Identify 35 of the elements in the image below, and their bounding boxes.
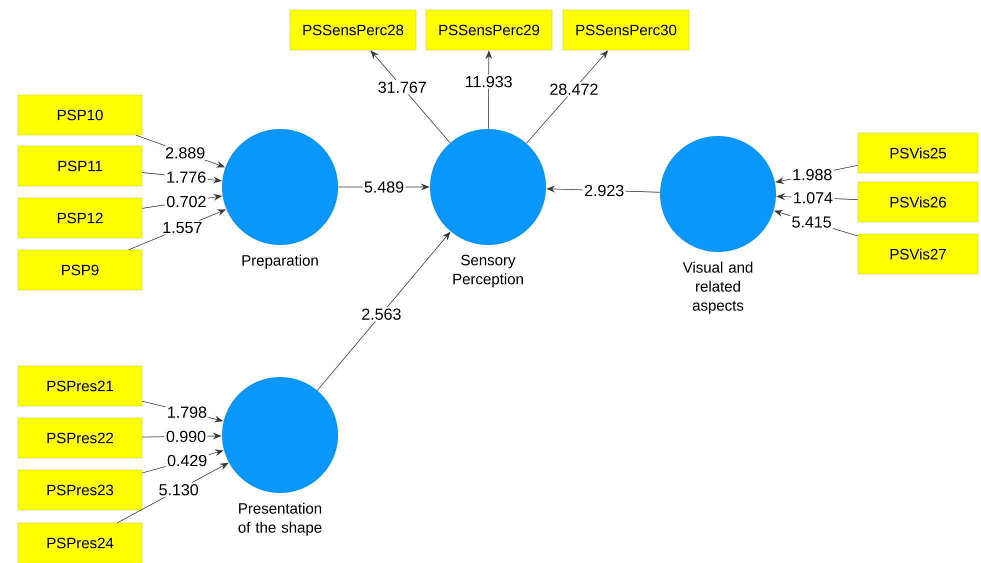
indicator-box: PSPres24 — [18, 522, 142, 563]
indicator-box: PSVis25 — [858, 132, 978, 174]
edge-label: 1.798 — [165, 405, 208, 420]
indicator-box: PSPres21 — [18, 366, 142, 406]
indicator-box: PSP12 — [18, 198, 142, 238]
edge-label: 5.130 — [157, 482, 200, 497]
edge-label: 0.702 — [164, 194, 208, 209]
edge-label: 28.472 — [548, 82, 600, 96]
node-label: Presentation of the shape — [238, 502, 322, 536]
indicator-box: PSP9 — [18, 250, 142, 290]
indicator-box: PSPres23 — [18, 470, 142, 510]
indicator-box: PSSensPerc28 — [290, 10, 416, 50]
edge-label: 5.489 — [362, 180, 406, 194]
edge-label: 0.990 — [164, 429, 208, 444]
edge-label: 1.776 — [164, 170, 208, 184]
edge-label: 2.889 — [164, 146, 207, 160]
node-label: Visual and related aspects — [682, 262, 752, 314]
node-label: Preparation — [242, 254, 318, 269]
indicator-box: PSSensPerc29 — [426, 10, 552, 50]
indicator-box: PSP10 — [18, 94, 142, 136]
indicator-box: PSP11 — [18, 146, 142, 186]
edge-label: 1.557 — [160, 220, 204, 235]
indicator-box: PSVis27 — [858, 234, 978, 274]
node-label: Sensory Perception — [453, 254, 523, 288]
edge-label: 2.563 — [360, 307, 403, 322]
edge-label: 1.074 — [791, 190, 834, 205]
indicator-box: PSVis26 — [858, 182, 978, 222]
indicator-box: PSSensPerc30 — [562, 10, 690, 50]
edge-label: 2.923 — [582, 183, 626, 198]
indicator-box: PSPres22 — [18, 418, 142, 458]
edge-label: 31.767 — [376, 80, 428, 94]
edge-label: 5.415 — [790, 215, 834, 230]
edge-label: 11.933 — [463, 74, 514, 89]
edge-label: 0.429 — [166, 453, 209, 468]
edge-label: 1.988 — [790, 168, 834, 182]
